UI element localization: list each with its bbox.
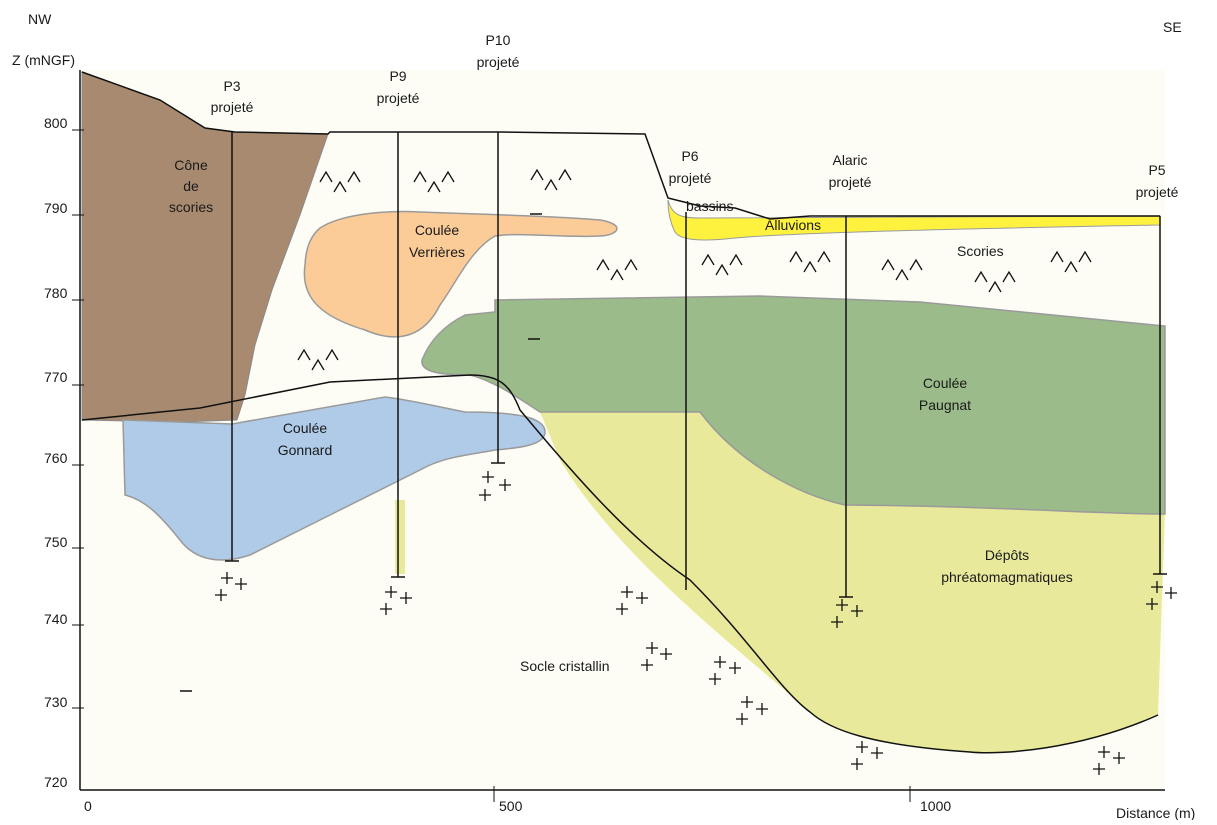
coulee-paugnat-unit [421, 295, 1166, 515]
borehole-note-p3: projeté [211, 99, 254, 115]
coulee-gonnard-unit [122, 396, 546, 561]
borehole-p10 [491, 132, 505, 464]
y-tick-label-800: 800 [44, 115, 68, 131]
x-tick-label-500: 500 [499, 798, 523, 814]
x-tick-label-1000: 1000 [920, 798, 951, 814]
p9-fill-strip [395, 500, 405, 574]
borehole-p9 [391, 132, 405, 578]
scoria-symbols [297, 168, 1092, 371]
borehole-label-alaric: Alaric [832, 152, 867, 168]
borehole-label-p3: P3 [223, 78, 240, 94]
socle-top-line [81, 374, 1159, 754]
y-tick-label-780: 780 [44, 285, 68, 301]
orientation-nw: NW [28, 11, 52, 27]
label-alluvions: Alluvions [765, 217, 821, 233]
y-tick-label-750: 750 [44, 534, 68, 550]
borehole-label-p6: P6 [681, 148, 698, 164]
label-verrieres-2: Verrières [409, 244, 465, 260]
borehole-p3 [225, 131, 239, 562]
y-axis-label: Z (mNGF) [12, 52, 75, 68]
label-cone-3: scories [169, 199, 213, 215]
x-axis-label: Distance (m) [1116, 805, 1195, 820]
y-tick-label-760: 760 [44, 450, 68, 466]
borehole-note-p9: projeté [377, 90, 420, 106]
label-socle-cristallin: Socle cristallin [520, 658, 609, 674]
label-scories: Scories [957, 243, 1004, 259]
label-paugnat-1: Coulée [923, 375, 968, 391]
borehole-label-p5: P5 [1148, 162, 1165, 178]
label-bassins: bassins [686, 198, 733, 214]
borehole-note-p10: projeté [477, 54, 520, 70]
label-gonnard-1: Coulée [283, 420, 328, 436]
y-tick-label-730: 730 [44, 694, 68, 710]
label-cone-2: de [183, 178, 199, 194]
borehole-note-p5: projeté [1136, 184, 1179, 200]
y-tick-label-770: 770 [44, 369, 68, 385]
depots-phreatomagmatiques-unit [540, 412, 1165, 753]
borehole-note-p6: projeté [669, 170, 712, 186]
topography-line [81, 71, 1160, 220]
label-depots-2: phréatomagmatiques [941, 569, 1073, 585]
label-gonnard-2: Gonnard [278, 442, 332, 458]
dash-symbols [180, 213, 542, 692]
alluvions-unit [667, 199, 1161, 241]
borehole-label-p9: P9 [389, 68, 406, 84]
label-verrieres-1: Coulée [415, 222, 460, 238]
coulee-verrieres-unit [303, 210, 618, 338]
y-tick-label-790: 790 [44, 200, 68, 216]
label-paugnat-2: Paugnat [919, 397, 971, 413]
borehole-label-p10: P10 [486, 32, 511, 48]
borehole-p5 [1153, 216, 1167, 575]
y-tick-label-720: 720 [44, 774, 68, 790]
basement-crosses [215, 471, 1177, 775]
borehole-note-alaric: projeté [829, 174, 872, 190]
y-tick-label-740: 740 [44, 611, 68, 627]
x-tick-label-0: 0 [84, 798, 92, 814]
label-depots-1: Dépôts [985, 547, 1029, 563]
orientation-se: SE [1163, 19, 1182, 35]
label-cone-1: Cône [174, 157, 208, 173]
borehole-alaric [839, 216, 853, 598]
